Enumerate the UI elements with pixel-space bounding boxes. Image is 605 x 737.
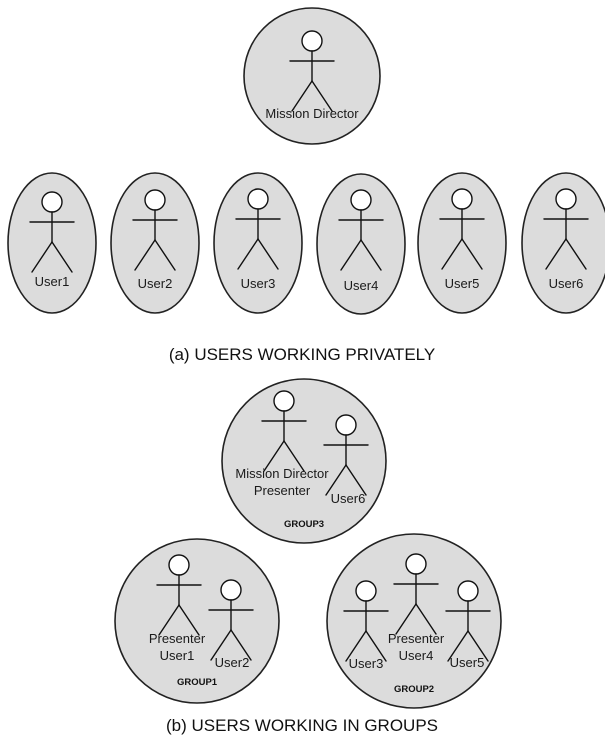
group3-title: GROUP3 [284,519,324,530]
group2-title: GROUP2 [394,684,434,695]
user6-label: User6 [549,276,584,291]
group2-presenter-line2: User4 [399,648,434,663]
group2-node: User3 Presenter User4 User5 GROUP2 [326,533,502,709]
group1-presenter-line2: User1 [160,648,195,663]
user-node-5: User5 [417,172,507,314]
caption-a: (a) USERS WORKING PRIVATELY [169,345,435,364]
group3-node: Mission Director Presenter User6 GROUP3 [221,378,387,544]
group3-presenter-line1: Mission Director [235,466,329,481]
group3-user6-label: User6 [331,491,366,506]
user4-label: User4 [344,278,379,293]
group2-presenter-line1: Presenter [388,631,445,646]
user-node-3: User3 [213,172,303,314]
user3-label: User3 [241,276,276,291]
director-node: Mission Director [243,7,381,145]
group1-node: Presenter User1 User2 GROUP1 [114,538,280,704]
user-node-2: User2 [110,172,200,314]
user5-label: User5 [445,276,480,291]
group2-user5-label: User5 [450,655,485,670]
director-label: Mission Director [265,106,359,121]
user2-label: User2 [138,276,173,291]
group3-presenter-line2: Presenter [254,483,311,498]
user-node-4: User4 [316,173,406,315]
group1-title: GROUP1 [177,677,218,688]
group2-user3-label: User3 [349,656,384,671]
caption-b: (b) USERS WORKING IN GROUPS [166,716,438,735]
user1-label: User1 [35,274,70,289]
user-node-1: User1 [7,172,97,314]
group1-presenter-line1: Presenter [149,631,206,646]
user-node-6: User6 [521,172,605,314]
group1-user2-label: User2 [215,655,250,670]
